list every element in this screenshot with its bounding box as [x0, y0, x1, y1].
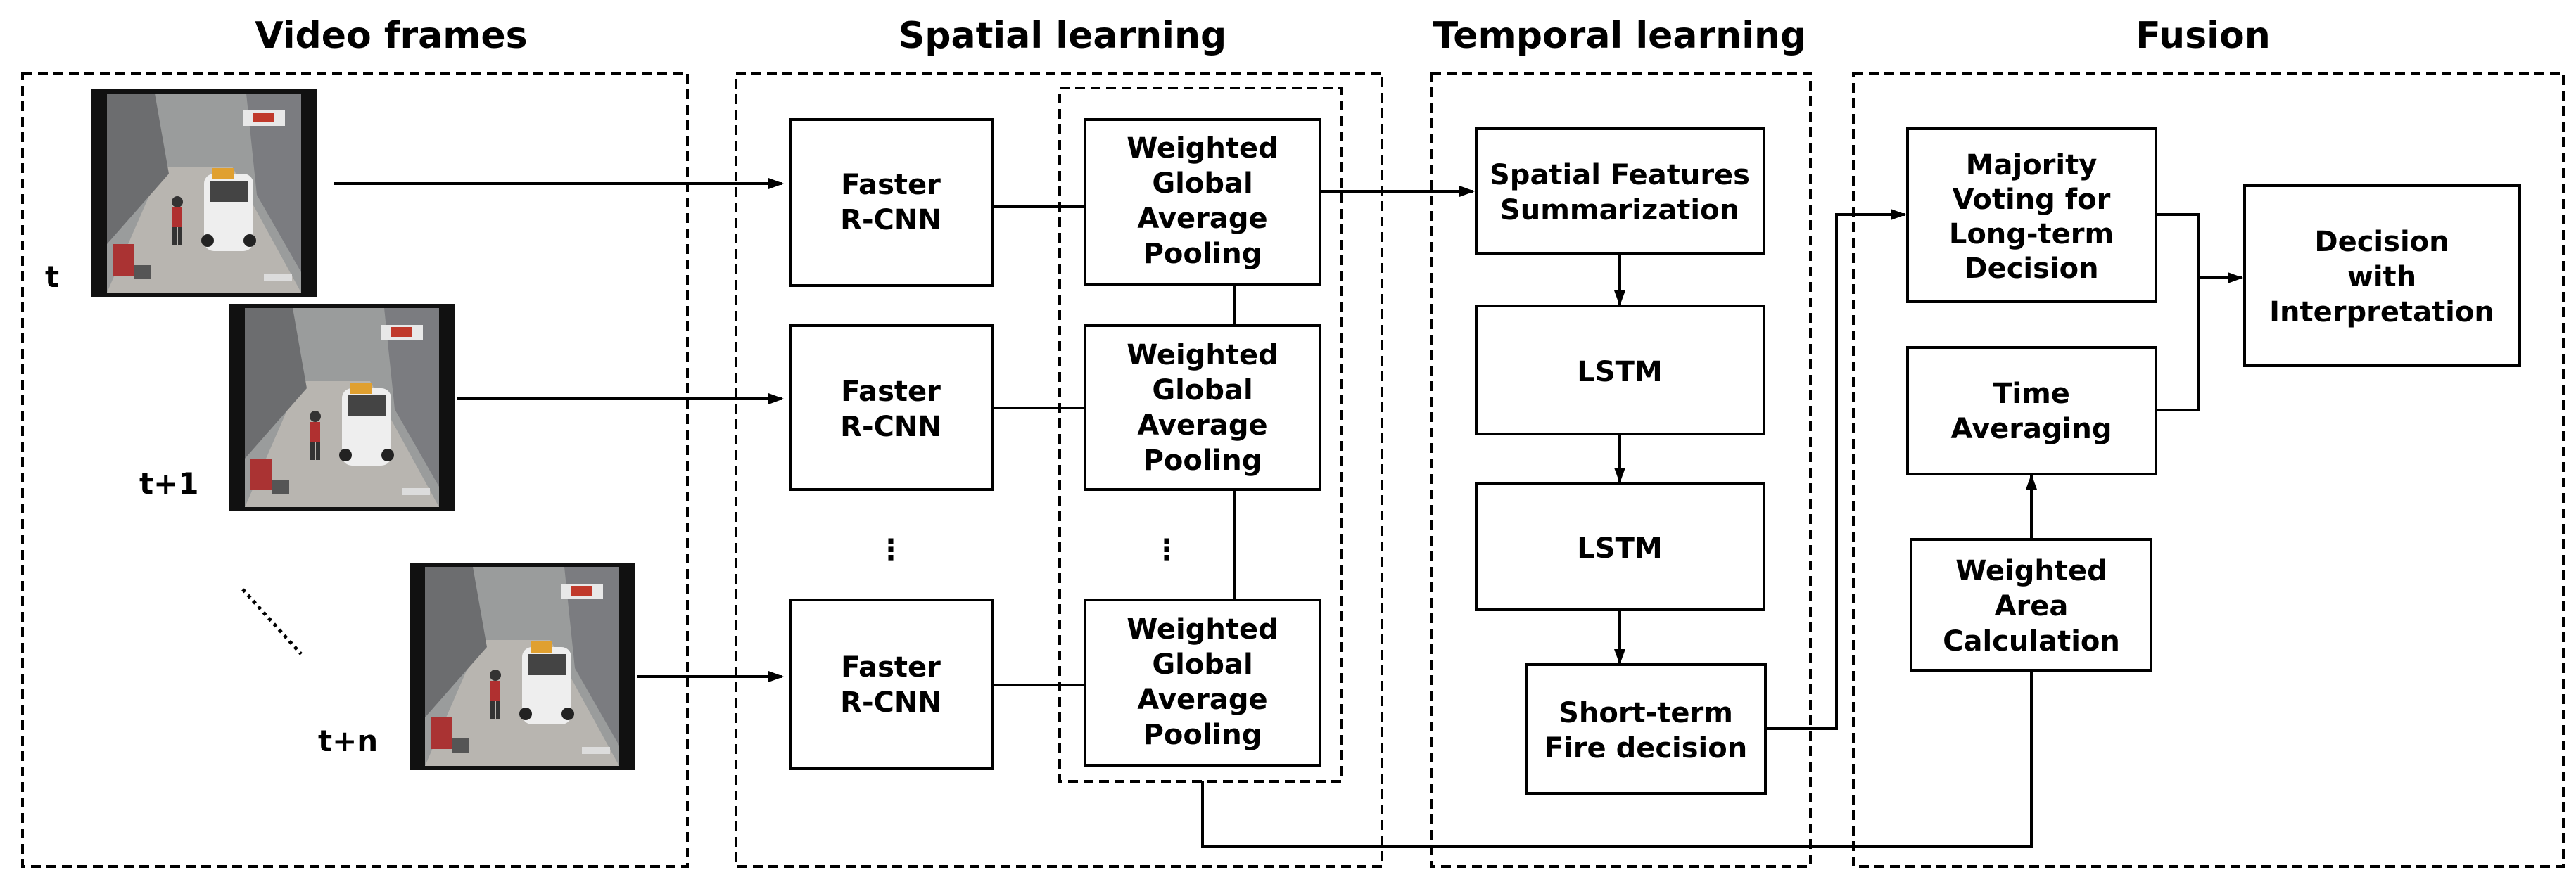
- video-frame-t1-thumbnail: [229, 304, 455, 511]
- faster-rcnn-box-1: Faster R-CNN: [789, 118, 994, 287]
- time-averaging-box: Time Averaging: [1906, 346, 2157, 475]
- faster-rcnn-label-3-line-1: Faster: [841, 651, 941, 684]
- wgap-label-3-line-2: Global: [1152, 648, 1252, 681]
- wgap-label-3-line-4: Pooling: [1143, 719, 1262, 751]
- video-frames-container: [21, 72, 689, 868]
- lstm-label-1: LSTM: [1577, 356, 1662, 388]
- arrow-short-term-to-majority-voting: [1765, 209, 1906, 730]
- wgap-label-3-line-3: Average: [1137, 684, 1267, 716]
- wgap-label-1-line-1: Weighted: [1127, 132, 1279, 165]
- section-title-temporal-learning: Temporal learning: [1433, 15, 1807, 57]
- frame-label-t1: t+1: [139, 466, 199, 501]
- weighted-area-label-line-2: Area: [1995, 590, 2069, 622]
- wgap-group-container: [1058, 87, 1343, 783]
- majority-voting-label-line-2: Voting for: [1953, 184, 2111, 216]
- majority-voting-box: Majority Voting for Long-term Decision: [1906, 127, 2157, 303]
- wgap-label-2-line-2: Global: [1152, 374, 1252, 407]
- video-frame-t-thumbnail: [91, 89, 317, 297]
- short-term-label-line-1: Short-term: [1559, 697, 1733, 729]
- wgap-label-3-line-1: Weighted: [1127, 613, 1279, 646]
- faster-rcnn-box-2: Faster R-CNN: [789, 324, 994, 491]
- summarization-label-line-2: Summarization: [1500, 194, 1739, 226]
- lstm-label-2: LSTM: [1577, 532, 1662, 565]
- faster-rcnn-label-1-line-1: Faster: [841, 169, 941, 201]
- decision-label-line-3: Interpretation: [2269, 296, 2494, 328]
- faster-rcnn-box-3: Faster R-CNN: [789, 599, 994, 770]
- weighted-area-calculation-box: Weighted Area Calculation: [1910, 538, 2152, 672]
- weighted-area-label-line-3: Calculation: [1943, 625, 2120, 658]
- video-frame-tn-thumbnail: [410, 563, 635, 770]
- temporal-learning-container: [1430, 72, 1812, 868]
- wgap-label-1-line-3: Average: [1137, 203, 1267, 235]
- section-title-fusion: Fusion: [2136, 15, 2270, 57]
- rcnn-vertical-ellipsis: ⋮: [877, 534, 905, 566]
- wgap-label-2-line-3: Average: [1137, 409, 1267, 442]
- decision-label-line-2: with: [2347, 261, 2416, 293]
- fusion-container: [1852, 72, 2565, 868]
- short-term-label-line-2: Fire decision: [1544, 732, 1747, 765]
- time-averaging-label-line-1: Time: [1993, 378, 2070, 410]
- frames-ellipsis-diagonal: [241, 588, 303, 655]
- section-title-video-frames: Video frames: [255, 15, 527, 57]
- summarization-label-line-1: Spatial Features: [1490, 159, 1750, 191]
- weighted-area-label-line-1: Weighted: [1955, 555, 2107, 587]
- lstm-box-1: LSTM: [1475, 305, 1765, 435]
- time-averaging-label-line-2: Averaging: [1951, 413, 2112, 445]
- short-term-fire-decision-box: Short-term Fire decision: [1525, 663, 1767, 795]
- wgap-vertical-ellipsis: ⋮: [1153, 534, 1181, 566]
- faster-rcnn-label-2-line-2: R-CNN: [840, 411, 941, 443]
- wgap-label-2-line-1: Weighted: [1127, 339, 1279, 371]
- frame-label-t: t: [45, 260, 59, 294]
- section-title-spatial-learning: Spatial learning: [899, 15, 1226, 57]
- majority-voting-label-line-3: Long-term: [1949, 218, 2114, 250]
- connector-wgap-to-weighted-area: [1201, 670, 2033, 848]
- lstm-box-2: LSTM: [1475, 482, 1765, 611]
- connector-majority-voting-merge: [2156, 213, 2200, 278]
- connector-time-averaging-merge: [2156, 278, 2200, 411]
- spatial-features-summarization-box: Spatial Features Summarization: [1475, 127, 1765, 255]
- majority-voting-label-line-1: Majority: [1966, 149, 2098, 181]
- wgap-label-1-line-2: Global: [1152, 167, 1252, 200]
- spatial-learning-container: [735, 72, 1383, 868]
- decision-label-line-1: Decision: [2314, 226, 2449, 258]
- wgap-box-1: Weighted Global Average Pooling: [1084, 118, 1321, 286]
- wgap-label-1-line-4: Pooling: [1143, 238, 1262, 270]
- decision-with-interpretation-box: Decision with Interpretation: [2243, 184, 2521, 367]
- wgap-box-2: Weighted Global Average Pooling: [1084, 324, 1321, 491]
- faster-rcnn-label-3-line-2: R-CNN: [840, 686, 941, 719]
- majority-voting-label-line-4: Decision: [1964, 252, 2098, 285]
- wgap-box-3: Weighted Global Average Pooling: [1084, 599, 1321, 767]
- wgap-label-2-line-4: Pooling: [1143, 444, 1262, 477]
- frame-label-tn: t+n: [318, 724, 378, 758]
- faster-rcnn-label-2-line-1: Faster: [841, 376, 941, 408]
- faster-rcnn-label-1-line-2: R-CNN: [840, 204, 941, 236]
